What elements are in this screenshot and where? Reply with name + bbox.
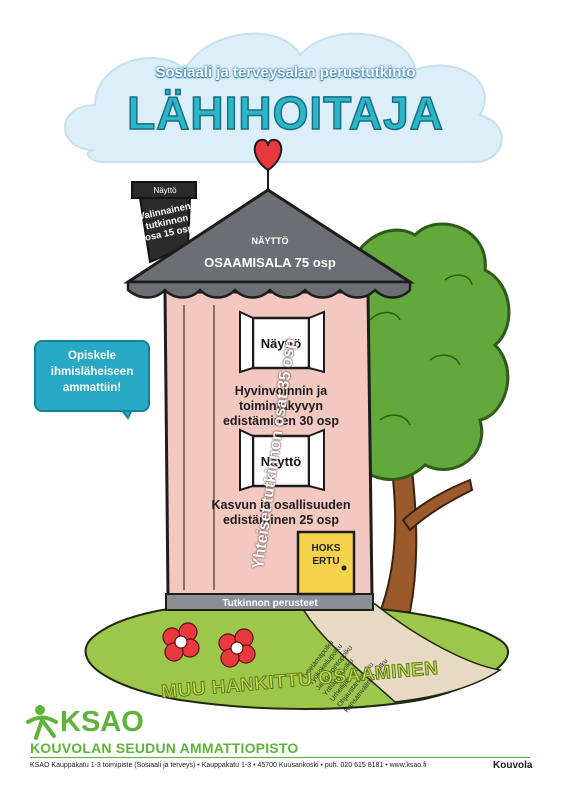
school-name: KOUVOLAN SEUDUN AMMATTIOPISTO (30, 740, 299, 756)
section-line: Kasvun ja osallisuuden (211, 498, 351, 512)
roof-small-label: NÄYTTÖ (251, 236, 289, 246)
door-line: ERTU (312, 556, 340, 567)
flower-left (162, 622, 200, 662)
section-line: Hyvinvoinnin ja (234, 384, 328, 398)
roof (122, 162, 416, 299)
section-line: toimintakyvyn (238, 399, 324, 413)
speech-line: ihmisläheiseen (50, 366, 134, 378)
chimney-label: Näyttö (153, 186, 177, 195)
section-line: edistäminen 25 osp (222, 513, 339, 527)
door (296, 530, 356, 596)
ksao-logo-figure (26, 705, 58, 740)
speech-line: Opiskele (68, 350, 116, 362)
subtitle: Sosiaali ja terveysalan perustutkinto (155, 64, 416, 81)
flower-right (218, 628, 256, 668)
window-top-label: Näyttö (260, 336, 302, 351)
chimney (131, 181, 197, 264)
door-line: HOKS (311, 543, 341, 554)
grass (84, 601, 509, 710)
cloud (64, 32, 503, 164)
base-label: Tutkinnon perusteet (222, 598, 318, 609)
window-bottom (239, 428, 325, 492)
speech-bubble-text: Opiskele ihmisläheiseen ammattiin! (36, 348, 148, 396)
section-1-text: Hyvinvoinnin ja toimintakyvyn edistämine… (186, 384, 376, 429)
section-line: edistäminen 30 osp (222, 414, 339, 428)
heart-icon (253, 138, 283, 172)
footer-divider (30, 757, 530, 758)
ksao-logo-text: KSAO (60, 706, 144, 738)
door-text: HOKS ERTU (300, 542, 352, 568)
footer-contact: KSAO Kauppakatu 1-3 toimipiste (Sosiaali… (30, 762, 427, 769)
speech-line: ammattiin! (62, 382, 122, 394)
section-2-text: Kasvun ja osallisuuden edistäminen 25 os… (186, 498, 376, 528)
roof-main-label: OSAAMISALA 75 osp (204, 255, 336, 270)
speech-bubble: Opiskele ihmisläheiseen ammattiin! (34, 340, 150, 412)
window-top (239, 310, 325, 374)
page-title: LÄHIHOITAJA (126, 86, 444, 140)
kouvola-logo: Kouvola (493, 760, 533, 771)
ladder (183, 305, 215, 590)
window-bottom-label: Näyttö (260, 454, 302, 469)
